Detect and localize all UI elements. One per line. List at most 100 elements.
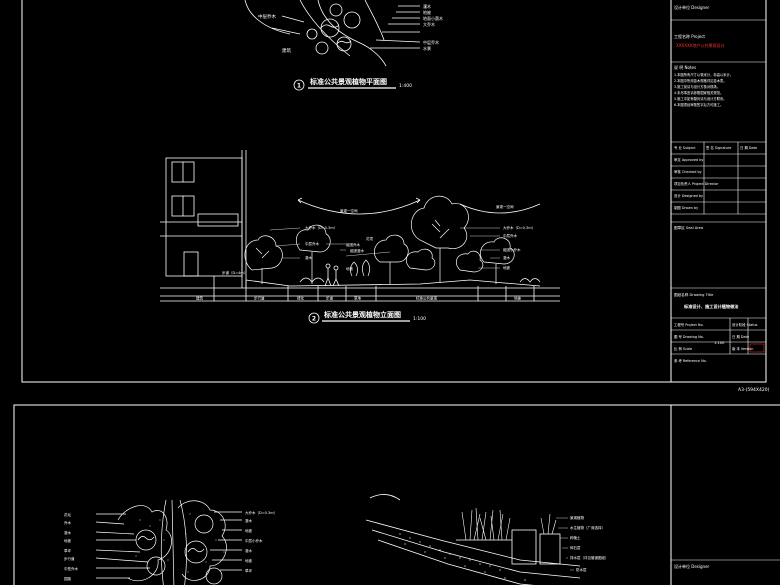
plan-label: 建筑 xyxy=(282,47,291,54)
ground-label: 建筑 xyxy=(196,296,203,301)
section-label: 中层乔木 xyxy=(305,241,319,246)
section-ground xyxy=(160,197,560,302)
scale-label: 比 例 Scale xyxy=(674,346,692,351)
sheet2-section-label: 防水层 xyxy=(576,567,587,572)
sheet2-section-hatch xyxy=(399,533,526,581)
sheet2-left-label: 地被 xyxy=(64,538,71,543)
plan-label: 地面小蔬木 xyxy=(423,15,443,21)
sheet2-section-label: 排水层（详见管道图纸） xyxy=(570,555,609,560)
section-trees xyxy=(244,195,541,284)
planting-plan-fragment xyxy=(244,0,421,67)
sheet2-right-label: 灌木 xyxy=(245,518,252,523)
section-label: 组团灌木 xyxy=(350,248,364,253)
sheet2-section-leaders xyxy=(556,517,574,571)
sign-header: 专 业 Subject xyxy=(674,145,696,150)
sheet2-right-label: 大乔木（D=0.3m） xyxy=(245,510,277,515)
plan-label: 灌木 xyxy=(423,3,431,9)
section-number: 2 xyxy=(312,316,316,323)
section-label: 组团小乔木 xyxy=(503,247,521,252)
note-line: 4.未尽事宜请参照国家相关规范。 xyxy=(674,90,723,95)
sign-header: 日 期 Date xyxy=(740,145,757,150)
sheet2-left-label: 花坛 xyxy=(64,512,71,517)
ground-label: 步行道 xyxy=(254,296,265,301)
sheet2-left-label: 灌木 xyxy=(64,530,71,535)
people-figures xyxy=(324,263,340,287)
seal-label: 图章区 Seal Area xyxy=(674,225,703,230)
sheet2-section-label: 种植土 xyxy=(570,535,581,540)
sheet2-section-label: 景观植物 xyxy=(570,515,584,520)
reference-label: 参 考 Reference No. xyxy=(674,358,707,363)
section-label: 地被 xyxy=(346,266,354,271)
plan-title: 标准公共景观植物平面图 xyxy=(309,77,387,86)
sheet-code: A3-(594X420) xyxy=(738,387,770,393)
sheet2-plan-stipple xyxy=(135,513,225,573)
plan-scale: 1:400 xyxy=(399,83,412,89)
note-line: 6.本图须经审核签字后方可施工。 xyxy=(674,102,723,107)
sheet2-left-label: 中型乔木 xyxy=(64,566,78,571)
ground-label: 地被 xyxy=(514,296,522,301)
sheet2-section-label: 碎石层 xyxy=(570,545,581,550)
plan-number: 1 xyxy=(297,83,301,90)
notes-label: 说 明 Notes xyxy=(674,64,696,70)
note-line: 2.本图中所用苗木规格详见苗木表。 xyxy=(674,78,727,83)
sign-row: 项目负责人 Project Director xyxy=(674,181,719,186)
plan-label: 水景 xyxy=(423,45,431,51)
sheet2-right-label: 地被 xyxy=(245,558,252,563)
sheet2-frame xyxy=(13,404,780,585)
title-block-lines xyxy=(671,19,766,355)
drawing-no-label: 图 号 Drawing No. xyxy=(674,334,704,339)
date-label: 日 期 Date xyxy=(732,334,749,339)
sheet2-section-label: 水生植物（厂商选择） xyxy=(570,525,605,530)
revision-mark xyxy=(749,343,765,353)
ground-label: 绿化 xyxy=(297,296,305,301)
sheet1-frame xyxy=(21,0,767,383)
plan-label: 大乔木 xyxy=(423,21,435,27)
section-label: 大乔木（D=0.3m） xyxy=(305,225,337,230)
plan-label: 中层乔木 xyxy=(423,39,439,45)
ground-label: 草地 xyxy=(354,296,362,301)
section-label: 组团乔木 xyxy=(346,242,360,247)
section-label: 步道（D=4m） xyxy=(222,270,247,275)
note-line: 5.施工中如有疑问请与设计方联系。 xyxy=(674,96,727,101)
sign-row: 审核 Checked by xyxy=(674,169,702,174)
sign-row: 制图 Drawn by xyxy=(674,205,698,210)
section-scale: 1:100 xyxy=(413,316,426,322)
sheet2-designer-label: 设计单位 Designer xyxy=(674,563,710,569)
drawing-title-label: 图纸名称 Drawing Title xyxy=(674,292,714,297)
section-label: 中层乔木 xyxy=(503,233,517,238)
drawing-title: 标准设计、施工设计植物做法 xyxy=(683,303,739,310)
project-label: 工程名称 Project xyxy=(674,33,705,39)
section-top-text: 景观一空间 xyxy=(496,204,514,209)
sheet2-right-label: 草坪 xyxy=(245,568,252,573)
sheet2-section xyxy=(365,494,581,585)
plan-label: 中层乔木 xyxy=(258,13,276,20)
section-title: 标准公共景观植物立面图 xyxy=(323,310,401,319)
sign-row: 设计 Designed by xyxy=(674,193,703,198)
note-line: 3.施工前请与设计方核对现场。 xyxy=(674,84,720,89)
section-label: 灌木 xyxy=(305,255,313,260)
sheet2-left-label: 步行道 xyxy=(64,556,75,561)
section-leaders xyxy=(269,227,500,269)
sheet2-right-label: 地被 xyxy=(245,528,252,533)
note-line: 1.本图所有尺寸以毫米计，标高以米计。 xyxy=(674,72,733,77)
sheet2-left-label: 草坪 xyxy=(64,548,71,553)
sheet2-reeds xyxy=(461,507,557,541)
sign-row: 审定 Approved by xyxy=(674,157,703,162)
scale-value: 1:100 xyxy=(714,341,725,345)
section-top-text: 景观一空间 xyxy=(340,208,358,213)
sheet2-left-label: 乔木 xyxy=(64,520,71,525)
ground-label: 标准公共景观 xyxy=(416,296,437,301)
building-elevation xyxy=(160,150,247,288)
designer-label: 设计单位 Designer xyxy=(674,4,710,10)
section-label: 灌木 xyxy=(503,255,511,260)
sheet2-plan xyxy=(95,499,242,585)
version-label: 版 本 Version xyxy=(732,346,753,351)
sign-header: 签 名 Signature xyxy=(706,145,731,150)
section-label: 地被 xyxy=(503,265,511,270)
plan-label: 地被 xyxy=(423,9,431,15)
sheet2-left-label: 园路 xyxy=(64,576,71,581)
stage-label: 设计阶段 Status xyxy=(732,322,758,327)
project-no-label: 工程号 Project No. xyxy=(674,322,704,327)
section-label: 花境 xyxy=(366,236,374,241)
